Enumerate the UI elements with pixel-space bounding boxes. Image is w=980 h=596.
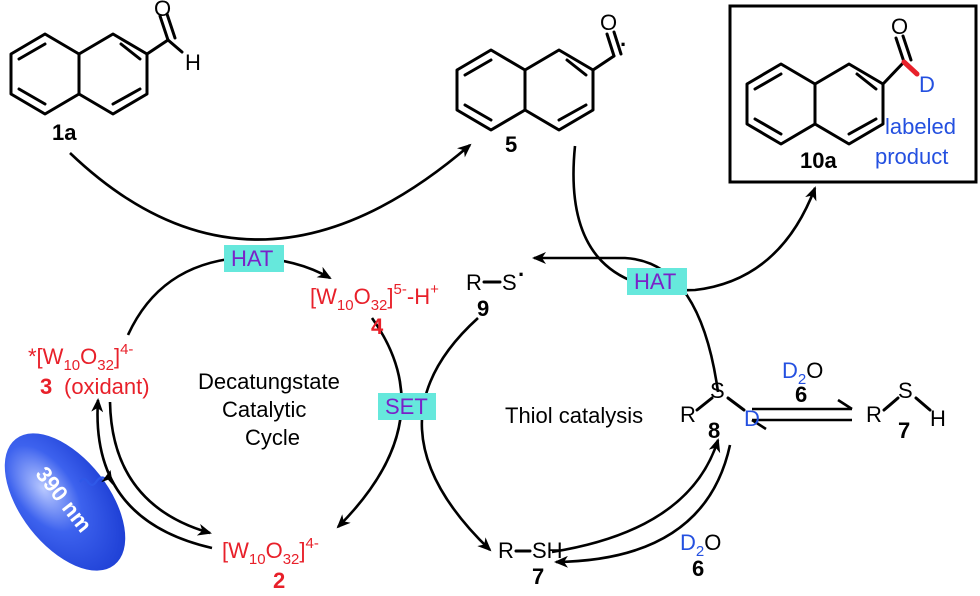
cycle-labels: Decatungstate Catalytic Cycle Thiol cata… — [198, 369, 643, 450]
formula-d2o-bottom: D2O — [680, 530, 721, 560]
note-labeled: labeled — [885, 114, 956, 139]
atom-O-10a: O — [891, 14, 908, 39]
species-w4: [W10O32]5--H+ 4 — [310, 281, 439, 339]
label-6-bottom: 6 — [692, 556, 704, 581]
atom-H-7-right: H — [930, 406, 946, 431]
species-w2: [W10O32]4- 2 — [222, 535, 319, 593]
formula-w2: [W10O32]4- — [222, 535, 319, 568]
label-3: 3 — [40, 374, 52, 399]
step-set-label: SET — [385, 394, 428, 419]
arrow-5-to-10a — [572, 145, 817, 292]
atom-O-1a: O — [154, 0, 171, 21]
light-source: 390 nm — [4, 433, 126, 571]
species-w3: *[W10O32]4- 3 (oxidant) — [28, 341, 150, 399]
naphthalene-ring-10a — [745, 34, 920, 146]
atom-S-8: S — [710, 378, 725, 403]
label-4: 4 — [371, 314, 384, 339]
label-1a: 1a — [52, 120, 77, 145]
species-8: R S D 8 — [680, 378, 760, 443]
radical-dot-5: · — [620, 32, 627, 57]
species-7-right: R S H 7 — [866, 378, 946, 443]
formula-w4: [W10O32]5--H+ — [310, 281, 439, 314]
decatungstate-line3: Cycle — [245, 425, 300, 450]
species-7-bottom: R SH 7 — [498, 538, 563, 589]
label-7-bottom: 7 — [532, 564, 544, 589]
radical-dot-9: · — [518, 262, 525, 287]
species-9: R S · 9 — [466, 262, 525, 321]
step-hat-left: HAT — [224, 245, 284, 272]
compound-1a: O H 1a — [9, 0, 201, 145]
light-wave-icon — [79, 470, 113, 487]
label-7-right: 7 — [898, 418, 910, 443]
step-set: SET — [378, 393, 436, 420]
formula-d2o-right: D2O — [782, 358, 823, 388]
step-hat-left-label: HAT — [231, 246, 273, 271]
arrow-9-to-7 — [420, 317, 492, 552]
arrow-w4-to-w2 — [336, 317, 403, 529]
atom-S-9: S — [502, 270, 517, 295]
label-8: 8 — [708, 418, 720, 443]
atom-R-8: R — [680, 402, 696, 427]
label-6-right: 6 — [795, 382, 807, 407]
note-product: product — [875, 144, 948, 169]
arc-w3-to-hat — [126, 256, 239, 336]
label-9: 9 — [477, 296, 489, 321]
atom-S-7-right: S — [898, 378, 913, 403]
thiol-catalysis-label: Thiol catalysis — [505, 403, 643, 428]
decatungstate-line1: Decatungstate — [198, 369, 340, 394]
atom-H-1a: H — [185, 50, 201, 75]
atom-D-10a: D — [919, 72, 935, 97]
atom-R-7-right: R — [866, 402, 882, 427]
formula-w3: *[W10O32]4- — [28, 341, 133, 374]
compound-5: O · 5 — [455, 10, 627, 157]
naphthalene-ring-1a — [9, 12, 184, 116]
label-10a: 10a — [800, 148, 837, 173]
lamp-ellipse — [4, 433, 126, 571]
arrow-7-to-8 — [551, 438, 721, 554]
naphthalene-ring-5 — [455, 30, 623, 132]
arrow-w3-to-w2 — [108, 401, 212, 536]
step-hat-right: HAT — [627, 268, 687, 295]
label-2: 2 — [273, 568, 285, 593]
arrow-w2-to-w3 — [91, 398, 213, 550]
atom-SH-7-bottom: SH — [532, 538, 563, 563]
arrow-1a-to-5 — [69, 143, 472, 241]
atom-R-9: R — [466, 270, 482, 295]
compound-10a-box: O D 10a labeled product — [728, 4, 978, 184]
atom-O-5: O — [600, 10, 617, 35]
d2o-bottom: D2O 6 — [680, 530, 721, 581]
c-d-bond-10a — [901, 59, 920, 77]
atom-R-7-bottom: R — [498, 538, 514, 563]
arrows — [69, 143, 853, 568]
arrow-8-to-7 — [554, 444, 732, 568]
note-oxidant: (oxidant) — [64, 374, 150, 399]
d2o-right: D2O 6 — [782, 358, 823, 407]
decatungstate-line2: Catalytic — [222, 397, 306, 422]
atom-D-8: D — [744, 406, 760, 431]
step-hat-right-label: HAT — [634, 269, 676, 294]
label-5: 5 — [505, 132, 517, 157]
